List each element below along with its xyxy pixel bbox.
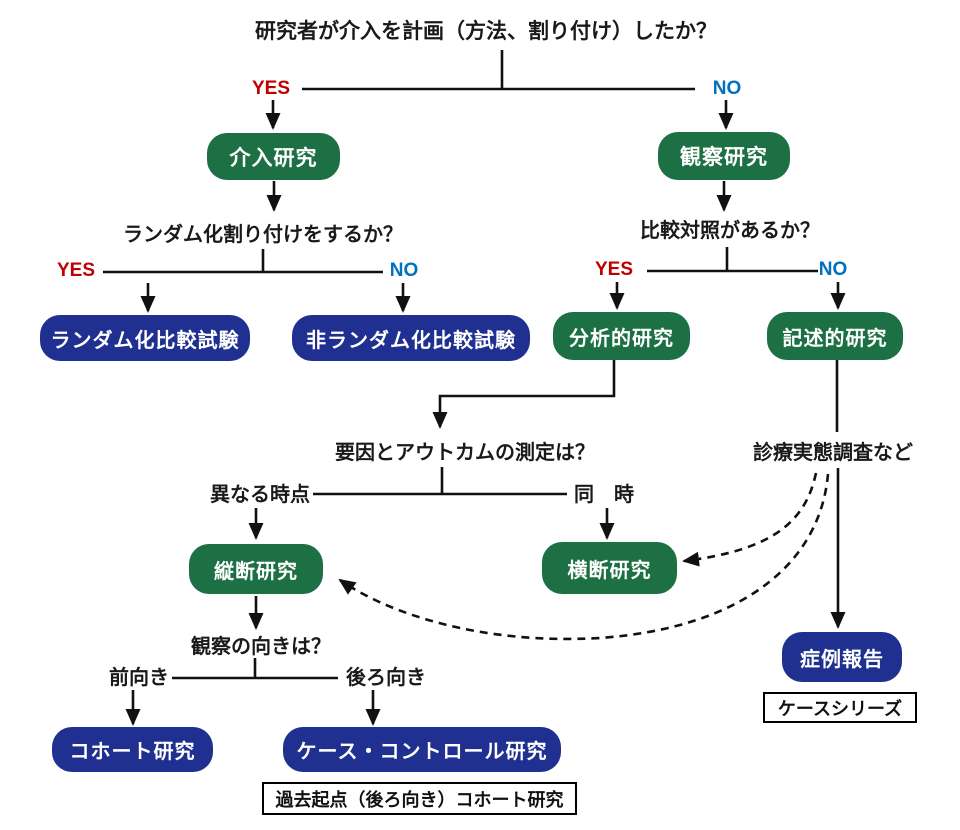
question-observation-direction: 観察の向きは？ [191, 636, 331, 658]
label-yes-root: YES [251, 78, 291, 99]
label-no-root: NO [712, 78, 742, 99]
question-factor-outcome-measurement: 要因とアウトカムの測定は？ [335, 442, 595, 464]
node-intervention-study: 介入研究 [207, 133, 340, 180]
node-analytical-study: 分析的研究 [553, 312, 690, 360]
node-case-control-study: ケース・コントロール研究 [283, 727, 561, 772]
node-case-report: 症例報告 [782, 632, 902, 682]
label-retrospective-cohort: 過去起点（後ろ向き）コホート研究 [262, 782, 577, 815]
label-retrospective: 後ろ向き [346, 667, 426, 689]
question-randomized-allocation: ランダム化割り付けをするか？ [123, 224, 403, 246]
node-cross-sectional-study: 横断研究 [542, 542, 677, 594]
elbow-analytical-to-measurement-question [432, 360, 616, 429]
node-descriptive-study: 記述的研究 [767, 312, 903, 360]
node-longitudinal-study: 縦断研究 [189, 544, 323, 594]
node-observational-study: 観察研究 [658, 132, 790, 180]
label-same-time: 同 時 [574, 484, 634, 506]
label-yes-comparison: YES [594, 259, 634, 280]
question-intervention-planned: 研究者が介入を計画（方法、割り付け）したか？ [255, 20, 717, 43]
node-non-randomized-controlled-trial: 非ランダム化比較試験 [292, 315, 530, 361]
dashed-arrow-note-to-longitudinal [338, 473, 830, 641]
node-randomized-controlled-trial: ランダム化比較試験 [40, 315, 250, 361]
label-no-randomization: NO [389, 260, 419, 281]
node-cohort-study: コホート研究 [52, 727, 213, 772]
label-different-time-points: 異なる時点 [210, 484, 310, 506]
note-clinical-practice-survey: 診療実態調査など [753, 442, 913, 464]
question-comparison-group: 比較対照があるか？ [640, 220, 820, 242]
label-no-comparison: NO [818, 259, 848, 280]
label-prospective: 前向き [109, 667, 169, 689]
label-case-series: ケースシリーズ [763, 692, 917, 723]
label-yes-randomization: YES [56, 260, 96, 281]
dashed-arrow-note-to-cross-sectional [682, 472, 818, 567]
